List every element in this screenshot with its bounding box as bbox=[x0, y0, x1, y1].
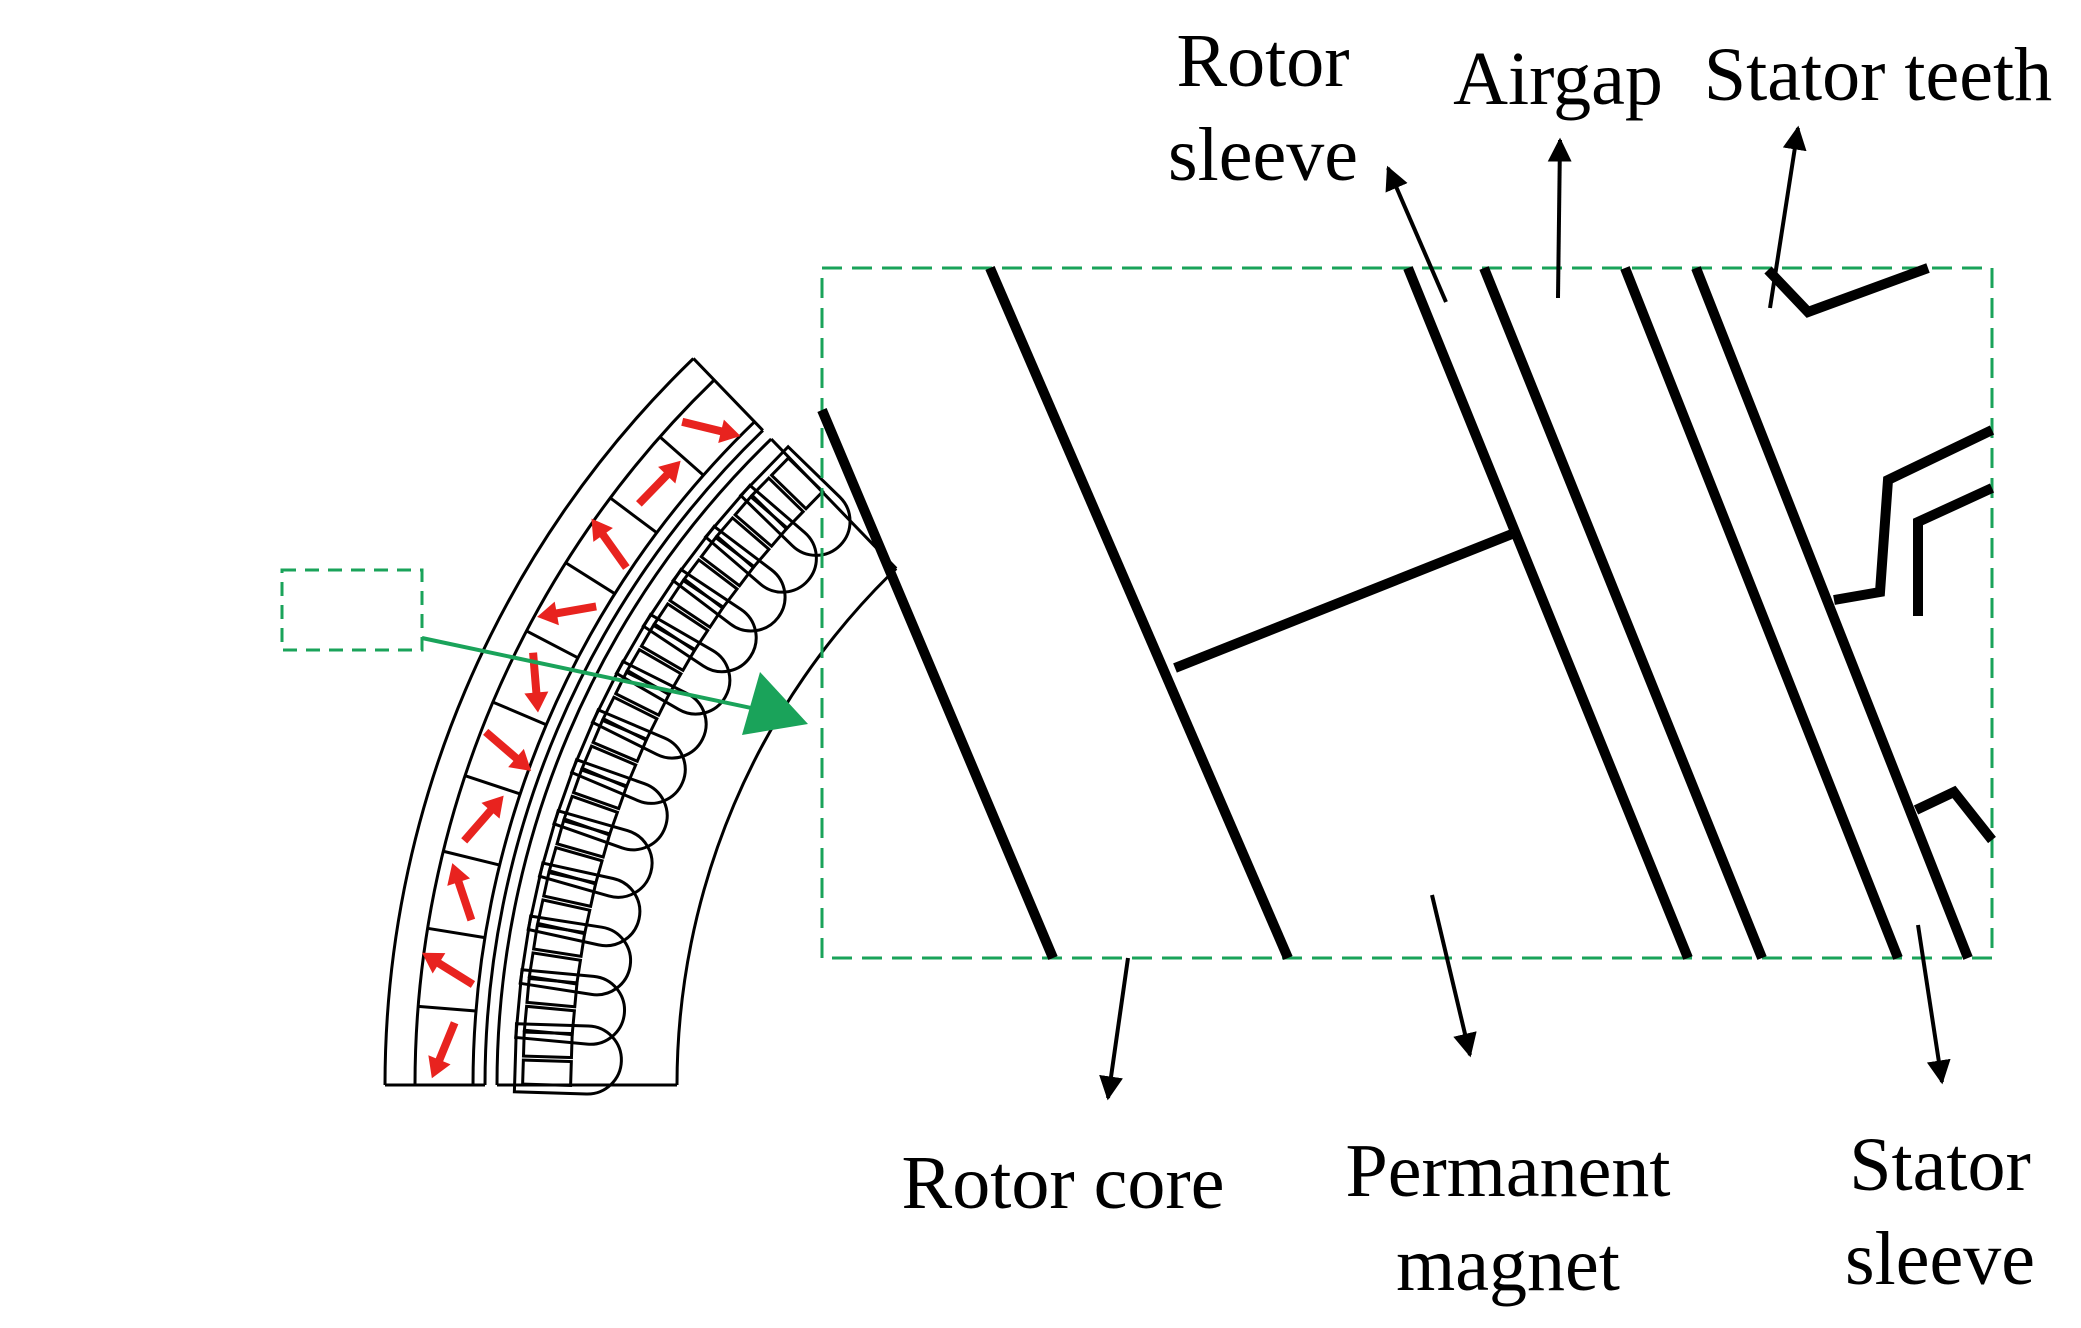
magnet-segment-divider bbox=[464, 774, 521, 796]
magnet-segment-divider bbox=[525, 629, 579, 660]
sector-arc-magOut bbox=[471, 420, 756, 1086]
coil-side bbox=[535, 898, 592, 936]
magnetization-arrow-icon bbox=[681, 417, 741, 443]
magnet-segment-divider bbox=[427, 926, 486, 940]
zoomed-detail bbox=[817, 263, 1996, 960]
coil-side bbox=[714, 515, 772, 570]
magnetization-arrow-icon bbox=[447, 863, 476, 922]
stator-slot bbox=[641, 567, 758, 674]
detail-frame bbox=[820, 266, 1994, 960]
stator-slot bbox=[552, 757, 669, 852]
magnet-segment-divider bbox=[442, 849, 500, 867]
coil-side bbox=[527, 951, 583, 986]
magnet-segment-divider bbox=[418, 1004, 477, 1013]
permanent-magnet-pointer-icon bbox=[1430, 894, 1477, 1058]
magnetization-arrow-icon bbox=[428, 1021, 459, 1079]
rotor-sleeve-label-line1: Rotor bbox=[1176, 19, 1349, 103]
sector-arc-statIn bbox=[495, 437, 773, 1086]
magnet-segment-divider bbox=[658, 435, 705, 477]
detail-region-box bbox=[280, 568, 424, 652]
sector-arc-slvOut bbox=[483, 429, 764, 1086]
magnetization-arrows bbox=[422, 417, 741, 1079]
magnet-segment-divider bbox=[609, 496, 658, 534]
airgap-label: Airgap bbox=[1453, 37, 1663, 121]
permanent-magnet-label-line2: magnet bbox=[1396, 1223, 1620, 1307]
magnetization-arrow-icon bbox=[461, 795, 504, 844]
stator-tooth-outline-mid bbox=[1833, 425, 1995, 605]
stator-slots bbox=[512, 444, 852, 1096]
sector-arc-coreIn bbox=[383, 357, 695, 1086]
magnetization-arrow-icon bbox=[636, 460, 681, 507]
stator-sleeve-pointer-icon bbox=[1916, 924, 1951, 1085]
magnet-segment-divider bbox=[492, 700, 547, 727]
coil-side bbox=[749, 476, 806, 531]
magnet-segment-boundary bbox=[1173, 529, 1514, 673]
coil-side bbox=[521, 1030, 574, 1060]
rotor-core-outer-line bbox=[817, 408, 1058, 960]
coil-side bbox=[682, 557, 740, 611]
stator-tooth-outline-low bbox=[1913, 785, 1996, 844]
rotor-core-magnet-boundary bbox=[985, 266, 1293, 960]
stator-slot-outline bbox=[1913, 483, 1995, 616]
magnetization-arrow-icon bbox=[483, 728, 532, 772]
stator-sleeve-inner-line bbox=[1620, 266, 1903, 960]
coil-side bbox=[580, 744, 638, 789]
rotor-sleeve-pointer-icon bbox=[1385, 165, 1448, 303]
coil-side bbox=[625, 647, 684, 697]
coil-side bbox=[521, 1058, 573, 1088]
stator-teeth-pointer-icon bbox=[1768, 125, 1807, 309]
coil-side bbox=[769, 455, 825, 511]
zoom-pointer-icon bbox=[742, 672, 808, 735]
coil-side bbox=[547, 845, 604, 886]
stator-slot bbox=[671, 524, 787, 633]
airgap-pointer-icon bbox=[1547, 137, 1572, 299]
coil-side bbox=[601, 695, 659, 743]
magnetization-arrow-icon bbox=[422, 952, 476, 988]
rotor-core-pointer-icon bbox=[1099, 957, 1130, 1101]
magnetization-arrow-icon bbox=[591, 518, 630, 570]
stator-slot bbox=[526, 861, 642, 948]
coil-side bbox=[652, 601, 710, 653]
stator-sleeve-outer-line bbox=[1691, 266, 1973, 960]
motor-sector bbox=[383, 357, 898, 1096]
rotor-core-label: Rotor core bbox=[902, 1141, 1225, 1225]
stator-slot bbox=[738, 444, 852, 557]
coil-side bbox=[522, 1004, 577, 1037]
stator-sleeve-label-line2: sleeve bbox=[1845, 1217, 2035, 1301]
magnetization-arrow-icon bbox=[537, 601, 597, 626]
rotor-sleeve-outer-line bbox=[1479, 266, 1767, 960]
sector-rings bbox=[383, 357, 898, 1087]
zoom-pointer-line bbox=[421, 636, 771, 714]
magnet-segments bbox=[418, 435, 705, 1013]
magnet-sleeve-boundary bbox=[1403, 266, 1693, 960]
stator-sleeve-label-line1: Stator bbox=[1849, 1123, 2031, 1207]
sector-arc-statOut bbox=[675, 567, 898, 1086]
permanent-magnet-label-line1: Permanent bbox=[1345, 1129, 1670, 1213]
magnetization-arrow-icon bbox=[524, 652, 549, 713]
rotor-sleeve-label-line2: sleeve bbox=[1168, 113, 1358, 197]
coil-side bbox=[562, 794, 620, 837]
stator-teeth-label: Stator teeth bbox=[1704, 33, 2052, 117]
sector-end-cap bbox=[692, 357, 764, 432]
magnet-segment-divider bbox=[564, 561, 616, 595]
stator-tooth-outline-top bbox=[1764, 263, 1930, 318]
